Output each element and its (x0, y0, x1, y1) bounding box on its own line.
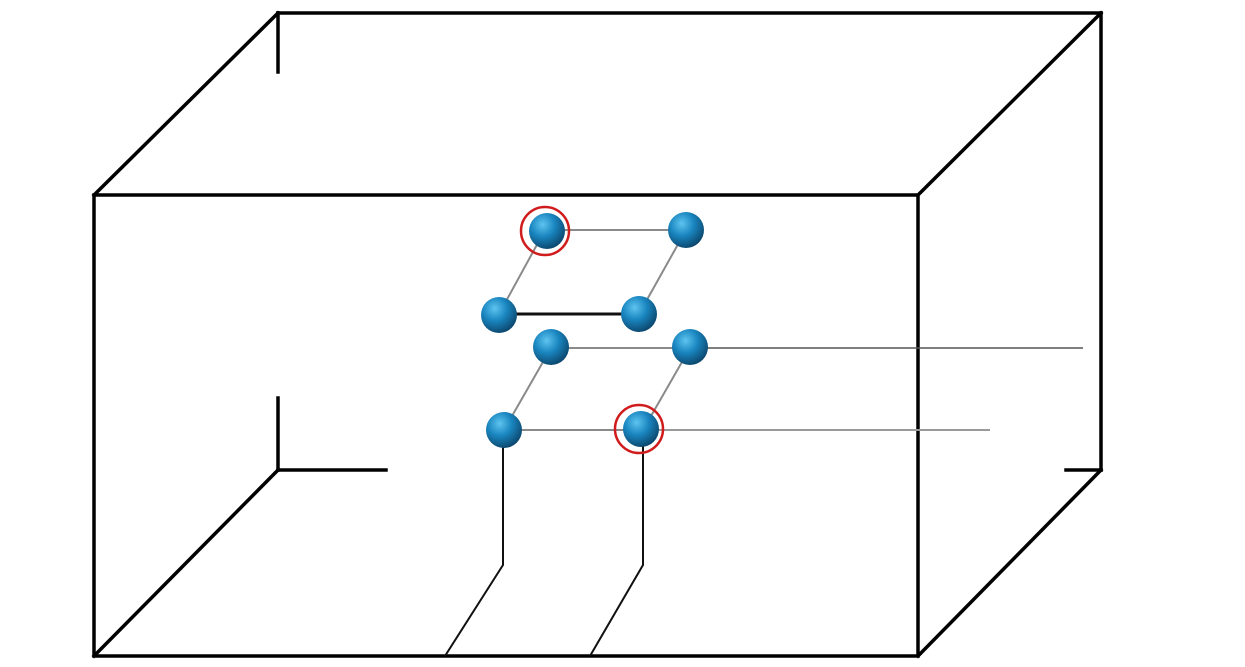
box-top-left-diagonal (91, 10, 281, 198)
atom-sphere (621, 296, 657, 332)
atom-top-back-right (668, 212, 704, 248)
atom-sphere (672, 329, 708, 365)
lower-layer-bonds (503, 347, 691, 431)
highlight-ring (613, 403, 665, 455)
guide-lines (643, 347, 1083, 431)
atom-sphere (529, 213, 565, 249)
atom-sphere (533, 329, 569, 365)
atom-top-back-left (519, 205, 571, 257)
atom-bottom-back-left (533, 329, 569, 365)
highlight-ring (519, 205, 571, 257)
atom-sphere (481, 297, 517, 333)
atoms-layer (481, 205, 708, 455)
atom-sphere (623, 411, 659, 447)
support-legs (444, 430, 644, 657)
upper-layer-bonds (498, 229, 687, 316)
atom-top-front-left (481, 297, 517, 333)
box-bottom-right-diagonal (915, 467, 1104, 659)
atom-bottom-front-right (613, 403, 665, 455)
box-front-face (92, 193, 920, 658)
box-bottom-left-diagonal (91, 467, 281, 659)
leg-left (444, 430, 504, 657)
atom-bottom-back-right (672, 329, 708, 365)
atom-sphere (486, 412, 522, 448)
atom-sphere (668, 212, 704, 248)
box-back-edges (276, 11, 1103, 472)
atom-bottom-front-left (486, 412, 522, 448)
leg-right (589, 430, 644, 657)
atom-top-front-right (621, 296, 657, 332)
box-top-right-diagonal (915, 10, 1104, 198)
box-outline (91, 10, 1104, 659)
